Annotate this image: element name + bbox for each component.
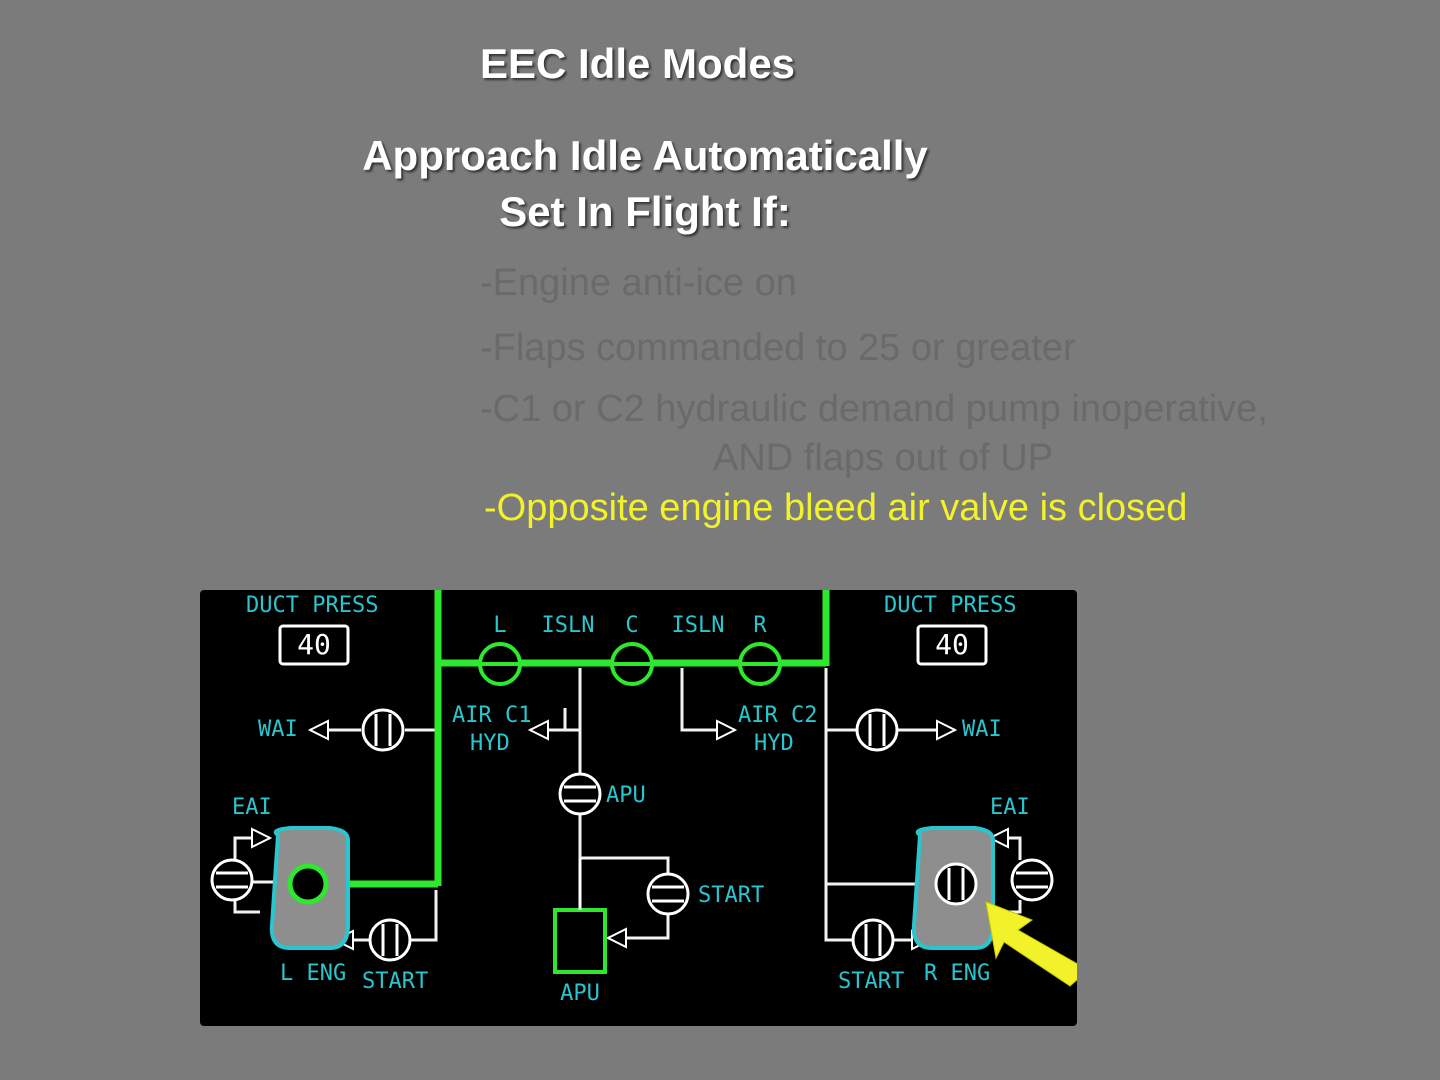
condition-flaps-25: -Flaps commanded to 25 or greater (480, 327, 1076, 369)
left-start-label: START (362, 969, 428, 994)
right-start-valve (851, 918, 895, 962)
condition-hyd-pump: -C1 or C2 hydraulic demand pump inoperat… (480, 388, 1268, 430)
synoptic-panel (200, 590, 1077, 1026)
isln-label-l: L (493, 613, 506, 638)
left-eng-bleed-valve (287, 863, 329, 905)
left-eai-valve (210, 858, 254, 902)
right-start-label: START (838, 969, 904, 994)
left-engine-nacelle (269, 826, 350, 950)
left-eai-label: EAI (232, 795, 272, 820)
center-start-label: START (698, 883, 764, 908)
right-wai-valve (855, 708, 899, 752)
apu-valve (558, 772, 602, 816)
right-engine-nacelle (911, 826, 995, 950)
air-synoptic-display: DUCT PRESS 40 DUCT PRESS 40 L ISLN C ISL… (200, 590, 1077, 1026)
right-eng-bleed-valve-closed (934, 862, 978, 906)
slide-subtitle: Approach Idle Automatically Set In Fligh… (0, 128, 1290, 240)
condition-engine-anti-ice: -Engine anti-ice on (480, 262, 797, 304)
left-wai-label: WAI (258, 717, 298, 742)
subtitle-line-2: Set In Flight If: (499, 188, 791, 235)
condition-opposite-bleed-closed: -Opposite engine bleed air valve is clos… (484, 487, 1188, 529)
center-start-valve (646, 872, 690, 916)
air-c2-hyd-label: HYD (754, 731, 794, 756)
apu-box (553, 908, 607, 974)
subtitle-line-1: Approach Idle Automatically (362, 132, 928, 179)
right-duct-press-value: 40 (935, 628, 969, 661)
highlight-arrow (985, 901, 1077, 987)
left-duct-press-value: 40 (297, 628, 331, 661)
isln-label-c: C (625, 613, 638, 638)
apu-valve-label: APU (606, 783, 646, 808)
air-c2-label: AIR C2 (738, 703, 817, 728)
right-duct-press-box (916, 624, 988, 666)
isln-label-r: R (753, 613, 767, 638)
right-duct-press-label: DUCT PRESS (884, 593, 1016, 618)
apu-box-label: APU (560, 981, 600, 1006)
center-start-duct (580, 856, 670, 938)
right-eai-valve (1010, 858, 1054, 902)
right-eai-label: EAI (990, 795, 1030, 820)
right-eai-duct (990, 838, 1022, 860)
air-c1-label: AIR C1 (452, 703, 531, 728)
left-duct-press-box (278, 624, 350, 666)
air-c2-duct (680, 668, 735, 730)
left-wai-valve (361, 708, 405, 752)
l-eng-label: L ENG (280, 961, 346, 986)
left-duct-press-label: DUCT PRESS (246, 593, 378, 618)
slide-title: EEC Idle Modes (479, 40, 796, 87)
isln-label-left: ISLN (542, 613, 595, 638)
condition-flaps-out-of-up: AND flaps out of UP (713, 437, 1054, 479)
isln-label-right: ISLN (672, 613, 725, 638)
r-eng-label: R ENG (924, 961, 990, 986)
left-start-valve (368, 918, 412, 962)
right-wai-label: WAI (962, 717, 1002, 742)
air-c1-hyd-label: HYD (470, 731, 510, 756)
